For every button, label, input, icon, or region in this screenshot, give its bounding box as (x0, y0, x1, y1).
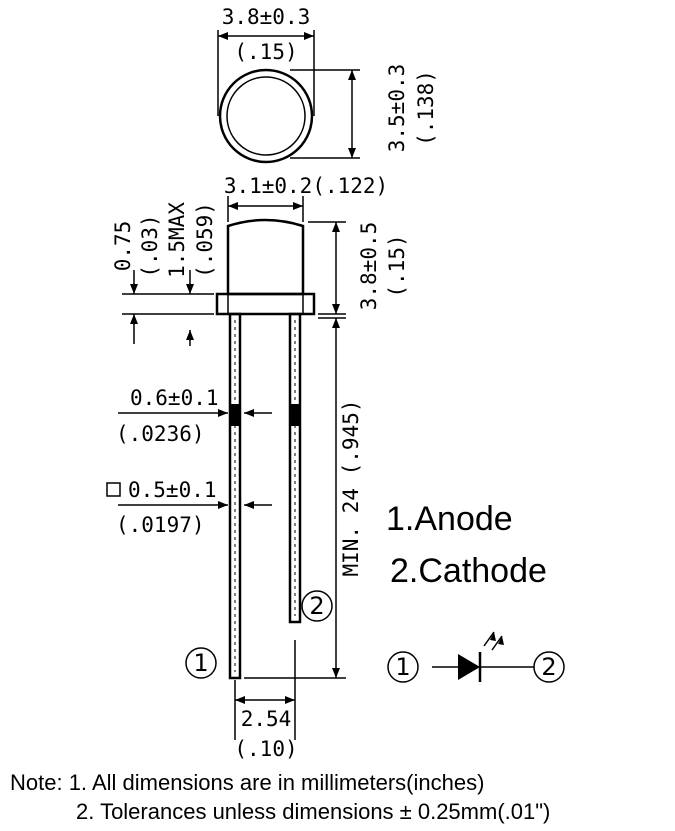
flange-max-label: 1.5MAX (165, 202, 189, 278)
body-height-inch-label: (.15) (385, 234, 409, 297)
schematic-pin2-circle (533, 651, 565, 683)
lead-length-label: MIN. 24 (.945) (339, 399, 363, 576)
flange-max-inch-label: (.059) (193, 202, 217, 278)
lead-square-inch-label: (.0197) (116, 513, 205, 537)
top-view-outer-ring (218, 68, 314, 164)
svg-text:1: 1 (395, 653, 410, 681)
note-line-2: 2. Tolerances unless dimensions ± 0.25mm… (76, 799, 551, 824)
anode-lead (228, 312, 242, 680)
pin2-legend: 2.Cathode (390, 552, 547, 590)
body-height-label: 3.8±0.5 (357, 222, 381, 311)
lead-width-label: 0.6±0.1 (130, 386, 219, 410)
top-diameter-label: 3.8±0.3 (222, 5, 311, 29)
schematic-pin1-circle (387, 651, 419, 683)
diode-triangle-icon (458, 654, 480, 680)
body-width-label: 3.1±0.2(.122) (224, 174, 388, 198)
square-section-icon (106, 482, 121, 497)
light-emission-icon (483, 631, 504, 651)
svg-text:2: 2 (541, 653, 556, 681)
cathode-lead-kink (291, 404, 299, 426)
svg-text:1: 1 (193, 649, 208, 677)
top-depth-label: 3.5±0.3 (385, 64, 409, 153)
flange-height-label: 0.75 (111, 221, 135, 272)
led-flange (215, 292, 316, 316)
top-view-inner-ring (226, 76, 306, 156)
anode-lead-kink (231, 404, 239, 426)
lead-square-label: 0.5±0.1 (128, 478, 217, 502)
pin1-marker-circle (185, 647, 217, 679)
flange-height-inch-label: (.03) (138, 214, 162, 277)
lead-width-inch-label: (.0236) (116, 422, 205, 446)
lead-spacing-label: 2.54 (241, 707, 292, 731)
pin2-marker-circle (301, 590, 333, 622)
side-view: 3.1±0.2(.122) 3.8±0.5 (.15) MIN. 24 (.94… (106, 174, 409, 761)
top-view: 3.8±0.3 (.15) 3.5±0.3 (.138) (217, 5, 438, 164)
cathode-lead (288, 312, 302, 624)
top-diameter-inch-label: (.15) (234, 40, 297, 64)
note-line-1: Note: 1. All dimensions are in millimete… (10, 770, 485, 795)
notes: Note: 1. All dimensions are in millimete… (10, 768, 675, 826)
led-schematic: 1 2 (387, 631, 565, 683)
svg-text:2: 2 (309, 592, 324, 620)
led-body (226, 218, 305, 296)
lead-spacing-inch-label: (.10) (234, 737, 297, 761)
pin1-legend: 1.Anode (386, 500, 513, 538)
top-depth-inch-label: (.138) (414, 70, 438, 146)
